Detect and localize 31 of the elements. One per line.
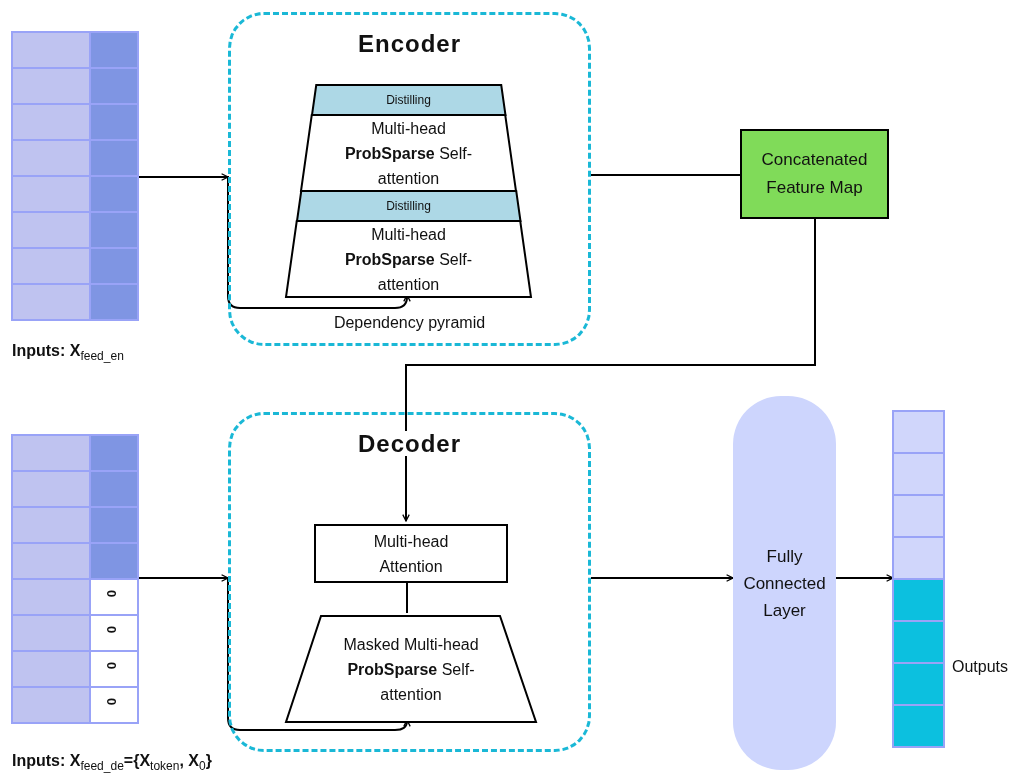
arrow: [835, 574, 894, 582]
attention-layer: [286, 616, 536, 722]
input-grid: [12, 435, 138, 723]
cell-value: 0: [104, 697, 120, 706]
layer-label: Distilling: [385, 92, 432, 108]
attention-box: [314, 524, 508, 583]
box-label: Fully Connected Layer: [742, 545, 827, 622]
layer-label: Multi-head ProbSparse Self-attention: [343, 118, 474, 189]
attention-layer: [301, 115, 516, 191]
decoder-container: [228, 412, 591, 752]
arrow: [590, 574, 734, 582]
output-label: Outputs: [952, 658, 1009, 676]
box-label: Multi-head Attention: [372, 531, 450, 577]
arrow: [402, 218, 816, 522]
feature-map-box: [740, 129, 889, 219]
attention-layer: [286, 221, 531, 297]
box-label: Concatenated Feature Map: [760, 149, 869, 199]
input-label: Inputs: X$_{feed_en}$: [12, 342, 124, 364]
cell-value: 0: [104, 625, 120, 634]
output-grid: [893, 411, 944, 747]
distilling-layer: [311, 85, 506, 115]
cell-value: 0: [104, 589, 120, 598]
pyramid-caption: Dependency pyramid: [333, 313, 486, 333]
layer-label: Multi-head ProbSparse Self-attention: [343, 224, 474, 295]
encoder-container: [228, 12, 591, 346]
distilling-layer: [296, 191, 521, 221]
cell-value: 0: [104, 661, 120, 670]
input-grid: [12, 32, 138, 320]
layer-label: Distilling: [385, 198, 432, 214]
input-label: Inputs: X$_{feed_de}$={X$_{token}$, X$_{0}$}: [12, 752, 212, 774]
layer-label: Masked Multi-head ProbSparse Self-attention: [342, 634, 480, 705]
